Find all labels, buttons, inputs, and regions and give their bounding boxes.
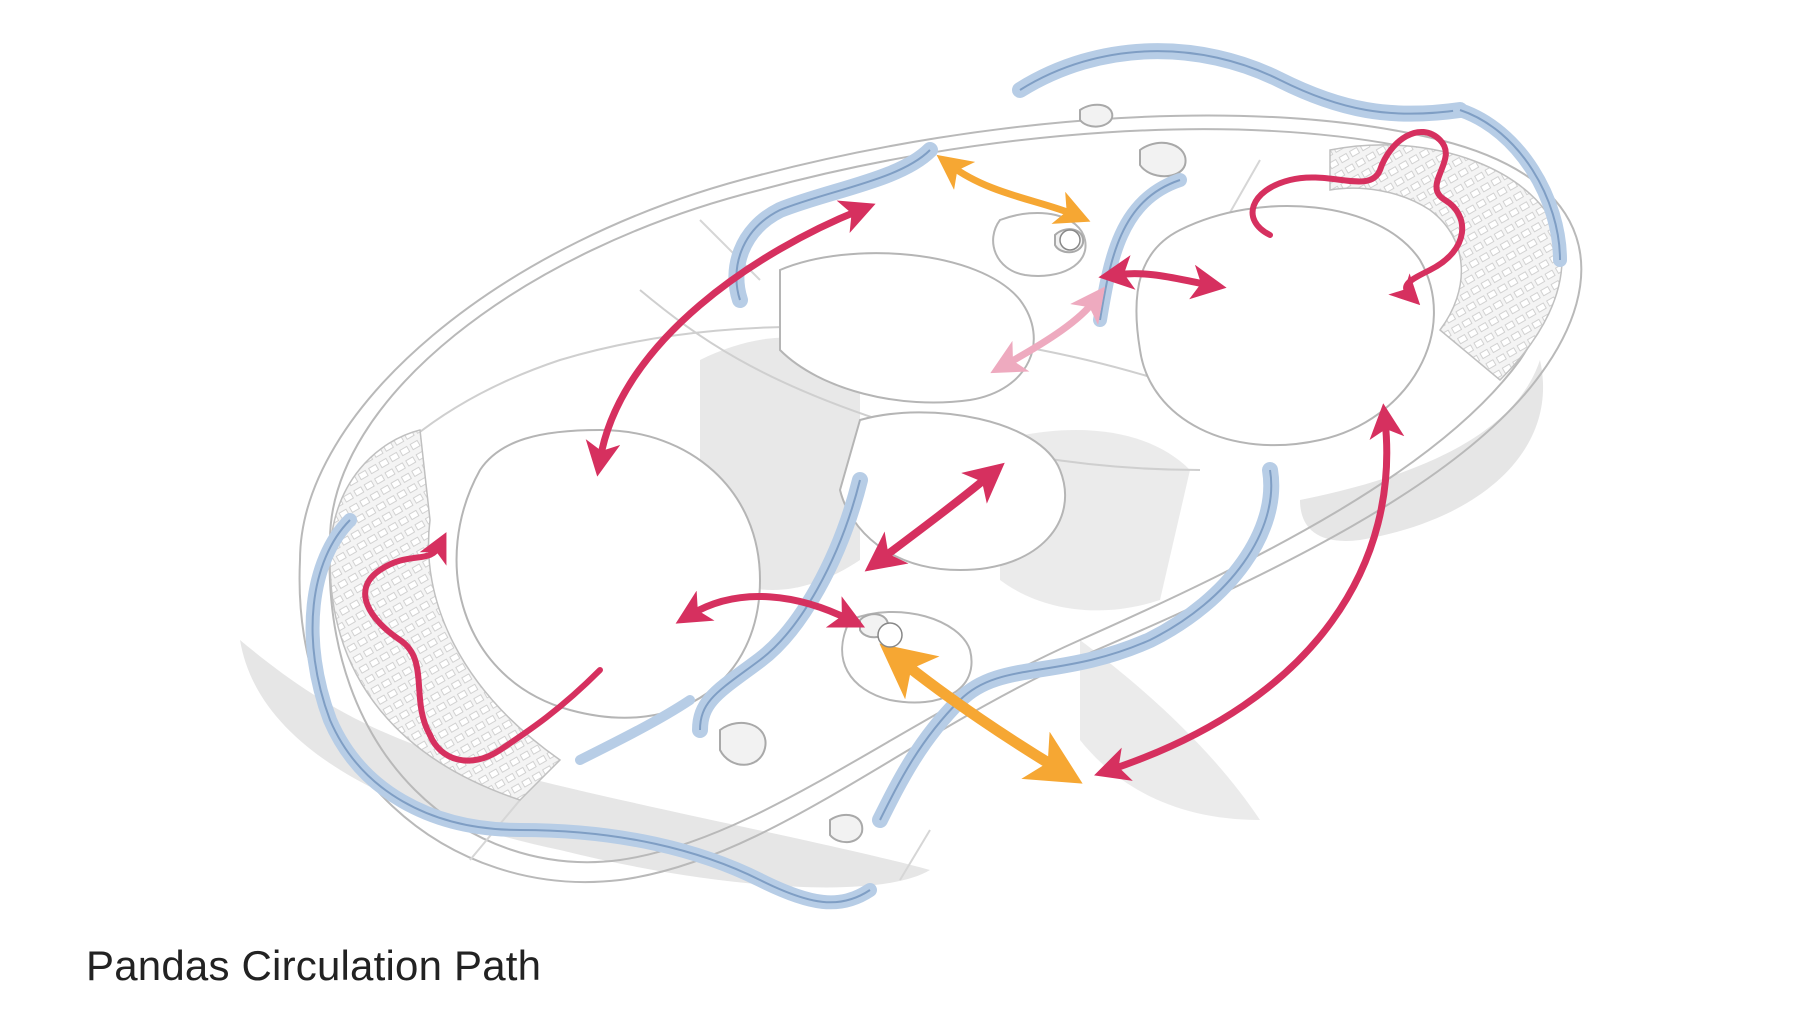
- wavy-arrow: [427, 667, 603, 764]
- double-headed-arrow: [1094, 403, 1405, 781]
- double-headed-arrow: [990, 286, 1106, 374]
- entrance-icon: [877, 229, 1081, 648]
- visitor-path-arrows: [879, 154, 1091, 784]
- light-openings: [719, 103, 1187, 844]
- diagram-caption: Pandas Circulation Path: [86, 942, 542, 989]
- inner-platforms: [455, 205, 1435, 719]
- terrace-seating: [329, 144, 1563, 801]
- double-headed-arrow: [879, 643, 1083, 784]
- panda-path-arrows: [362, 129, 1466, 781]
- double-headed-arrow: [864, 462, 1005, 572]
- double-headed-arrow: [585, 200, 876, 477]
- double-headed-arrow: [1098, 255, 1227, 300]
- double-headed-arrow: [936, 154, 1091, 224]
- double-headed-arrow: [675, 590, 866, 628]
- wavy-arrow: [362, 532, 447, 738]
- wavy-arrow: [1249, 129, 1466, 306]
